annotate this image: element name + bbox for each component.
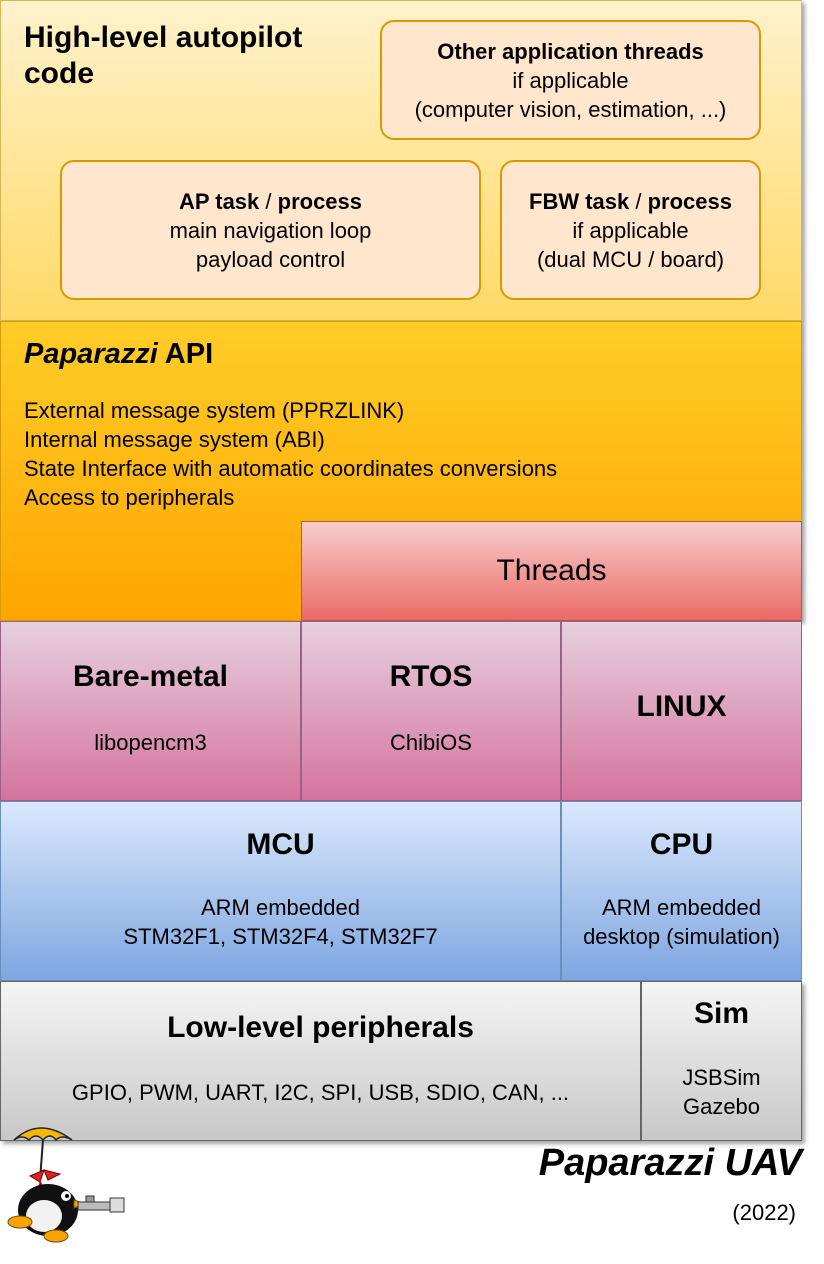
year-label: (2022) [732, 1200, 796, 1225]
api-feature-item: External message system (PPRZLINK) [24, 398, 405, 423]
mcu-title: MCU [246, 828, 315, 861]
paparazzi-penguin-logo-icon [7, 1127, 125, 1243]
fbw-task-title-part1: FBW task [529, 188, 630, 214]
threads-block: Threads [301, 521, 802, 621]
sim-line1: JSBSim [682, 1065, 761, 1090]
sim-title: Sim [693, 997, 750, 1030]
low-level-title: Low-level peripherals [167, 1011, 474, 1044]
rtos-title: RTOS [389, 660, 473, 693]
ap-task-line2: payload control [195, 246, 346, 272]
cpu-line1: ARM embedded [602, 895, 761, 920]
fbw-task-title-part2: process [647, 188, 732, 214]
cpu-block: CPU ARM embedded desktop (simulation) [561, 801, 802, 981]
sim-line2: Gazebo [682, 1094, 761, 1119]
baremetal-block: Bare-metal libopencm3 [0, 621, 301, 801]
mcu-line1: ARM embedded [201, 895, 360, 920]
brand-title: Paparazzi UAV [538, 1142, 802, 1184]
threads-label: Threads [496, 554, 607, 587]
fbw-task-title: FBW task / process [502, 187, 759, 216]
ap-task-title-part1: AP task [178, 188, 260, 214]
ap-task-title-sep: / [259, 188, 278, 214]
api-feature-item: Access to peripherals [24, 485, 235, 510]
baremetal-title: Bare-metal [72, 660, 229, 693]
rtos-sub: ChibiOS [390, 730, 472, 755]
api-feature-list: External message system (PPRZLINK) Inter… [24, 396, 557, 512]
ap-task-title: AP task / process [62, 187, 479, 216]
sim-block: Sim JSBSim Gazebo [641, 981, 802, 1141]
mcu-block: MCU ARM embedded STM32F1, STM32F4, STM32… [0, 801, 561, 981]
fbw-task-line1: if applicable [572, 217, 689, 243]
high-level-title: High-level autopilot code [24, 21, 303, 90]
other-threads-line2: (computer vision, estimation, ...) [414, 96, 727, 122]
fbw-task-box: FBW task / process if applicable (dual M… [500, 160, 761, 300]
api-title: Paparazzi API [24, 338, 213, 371]
linux-title: LINUX [636, 690, 727, 723]
ap-task-box: AP task / process main navigation loop p… [60, 160, 481, 300]
rtos-block: RTOS ChibiOS [301, 621, 561, 801]
linux-block: LINUX [561, 621, 802, 801]
api-feature-item: State Interface with automatic coordinat… [24, 456, 558, 481]
api-title-italic: Paparazzi [24, 338, 158, 370]
baremetal-sub: libopencm3 [94, 730, 207, 755]
api-feature-item: Internal message system (ABI) [24, 427, 325, 452]
other-threads-title: Other application threads [437, 38, 704, 64]
cpu-line2: desktop (simulation) [583, 924, 780, 949]
fbw-task-title-sep: / [629, 188, 648, 214]
fbw-task-line2: (dual MCU / board) [536, 246, 725, 272]
mcu-line2: STM32F1, STM32F4, STM32F7 [123, 924, 438, 949]
ap-task-title-part2: process [277, 188, 363, 214]
low-level-sub: GPIO, PWM, UART, I2C, SPI, USB, SDIO, CA… [71, 1080, 570, 1105]
api-title-rest: API [157, 338, 214, 370]
other-threads-box: Other application threads if applicable … [380, 20, 761, 140]
other-threads-line1: if applicable [512, 67, 629, 93]
low-level-peripherals-block: Low-level peripherals GPIO, PWM, UART, I… [0, 981, 641, 1141]
cpu-title: CPU [649, 828, 714, 861]
ap-task-line1: main navigation loop [169, 217, 372, 243]
